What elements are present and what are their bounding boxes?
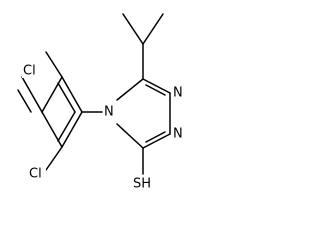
bond-c5-n1-double-inner	[145, 84, 166, 96]
bond-ph-3	[21, 76, 43, 113]
bond-isopropyl-methyl-left	[122, 13, 144, 45]
bond-c5-n4	[116, 78, 144, 101]
bond-c3-n4	[116, 123, 144, 149]
bond-n2-c3-double	[142, 133, 171, 149]
bond-ph-5	[61, 111, 83, 148]
atom-sh: SH	[133, 177, 151, 192]
bond-ph-4	[41, 111, 63, 148]
atom-n1: N	[173, 86, 183, 101]
mask-n1	[172, 85, 185, 101]
bond-ph-2	[41, 76, 63, 113]
bond-ph-3-inner	[17, 89, 32, 113]
bond-cl-top	[45, 51, 63, 78]
mask-n4	[103, 104, 116, 120]
bond-ph-1	[61, 76, 83, 113]
mask-cl-bottom	[28, 166, 46, 181]
mask-n2	[172, 126, 185, 142]
molecule-structure: Cl Cl N N N SH	[17, 13, 185, 192]
bond-cl-bottom	[45, 146, 63, 171]
atom-n2: N	[173, 127, 183, 142]
bond-c5-n1-double	[142, 78, 171, 94]
atom-cl-bottom: Cl	[29, 167, 42, 182]
mask-sh	[132, 176, 156, 192]
atom-cl-top: Cl	[23, 64, 36, 79]
bond-n2-c3-double-inner	[145, 131, 166, 143]
bond-ph-5-inner	[57, 111, 76, 142]
bond-isopropyl-methyl-right	[142, 13, 164, 45]
atom-n4: N	[104, 105, 114, 120]
bond-ph-1-inner	[57, 82, 76, 113]
mask-cl-top	[22, 63, 40, 78]
